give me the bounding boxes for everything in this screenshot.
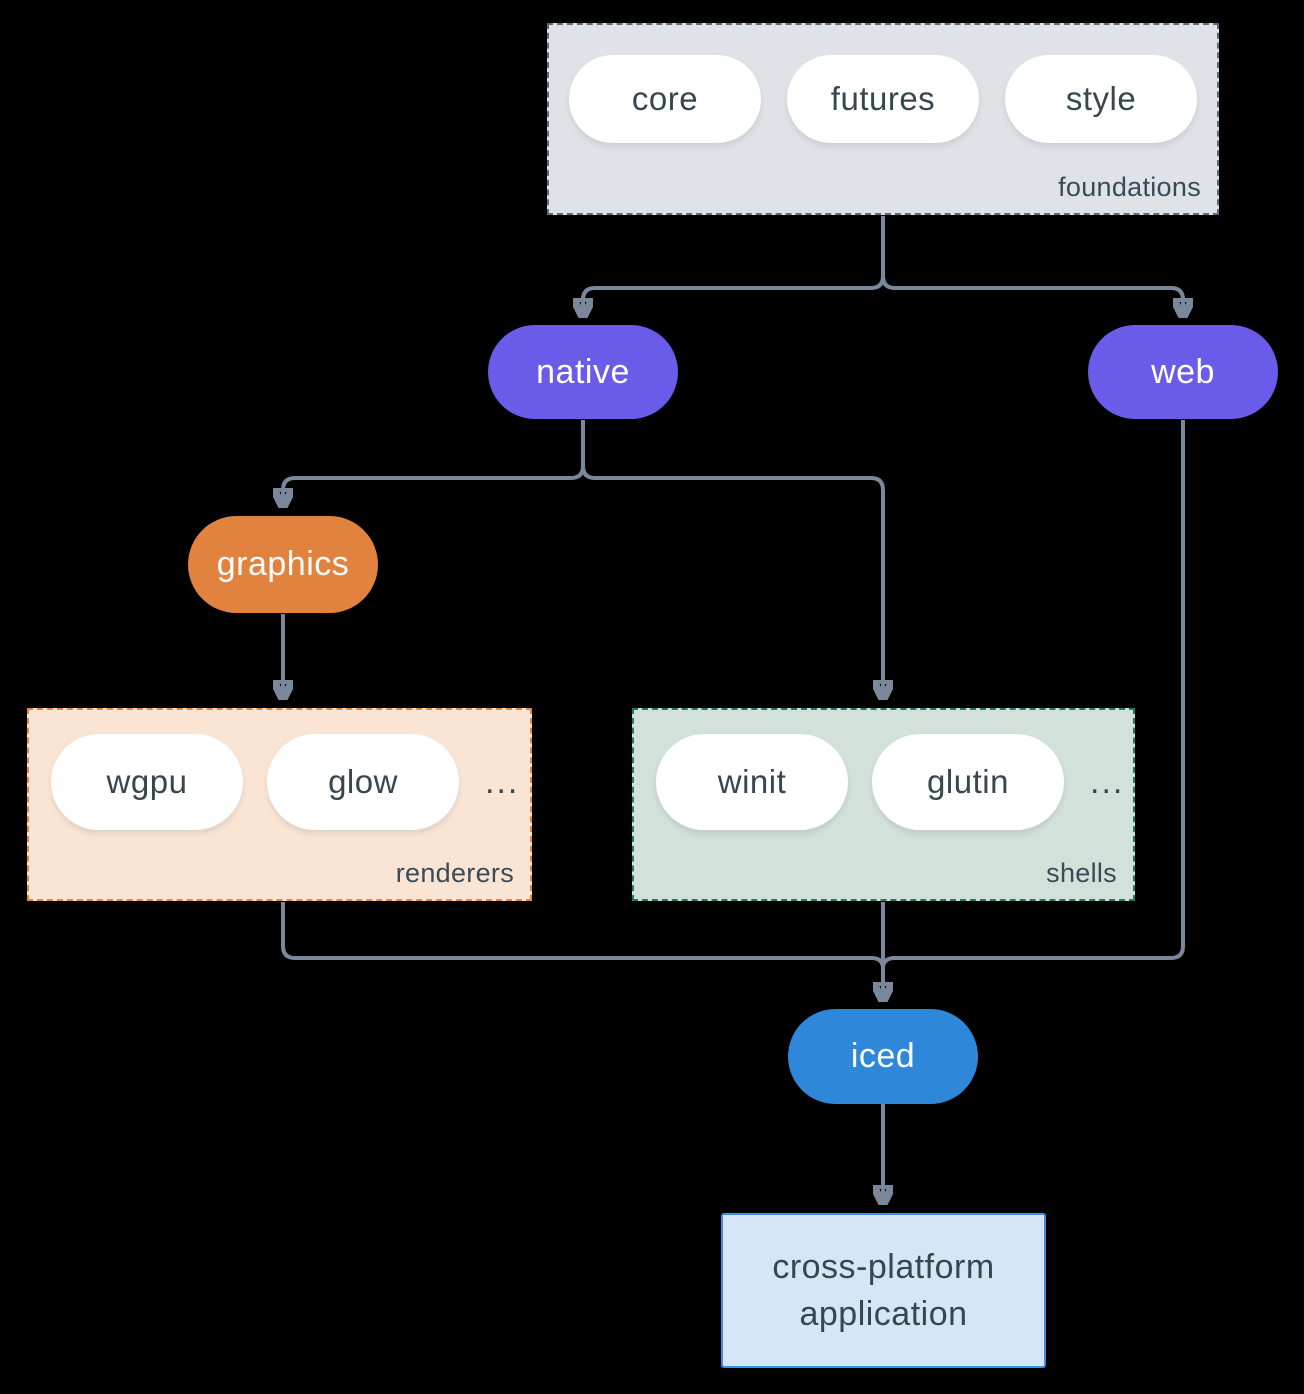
shells-ellipsis: ...: [1090, 762, 1125, 801]
renderers-ellipsis: ...: [485, 762, 520, 801]
graphics-node: graphics: [188, 516, 378, 613]
web-node: web: [1088, 325, 1278, 419]
crate-pill-glutin: glutin: [872, 734, 1064, 830]
renderers-group: wgpu glow ... renderers: [27, 708, 532, 901]
renderers-pill-row: wgpu glow ...: [29, 710, 530, 830]
shells-label: shells: [1046, 858, 1117, 888]
application-label-line1: cross-platform: [772, 1247, 995, 1286]
arrow-foundations-to-native: [583, 216, 885, 310]
crate-pill-core: core: [569, 55, 761, 143]
line-renderers-to-merge: [281, 902, 885, 969]
renderers-label: renderers: [395, 858, 514, 888]
shells-pill-row: winit glutin ...: [634, 710, 1133, 830]
native-node: native: [488, 325, 678, 419]
arrow-foundations-to-web: [881, 216, 1183, 310]
crate-pill-style: style: [1005, 55, 1197, 143]
iced-node: iced: [788, 1009, 978, 1104]
application-node: cross-platform application: [721, 1213, 1046, 1368]
foundations-pill-row: core futures style: [549, 25, 1217, 143]
crate-pill-wgpu: wgpu: [51, 734, 243, 830]
foundations-group: core futures style foundations: [547, 23, 1219, 215]
foundations-label: foundations: [1058, 172, 1201, 202]
application-label-line2: application: [799, 1294, 968, 1333]
crate-pill-futures: futures: [787, 55, 979, 143]
shells-group: winit glutin ... shells: [632, 708, 1135, 901]
crate-pill-glow: glow: [267, 734, 459, 830]
arrow-native-to-shells: [581, 420, 883, 692]
arrow-native-to-graphics: [283, 420, 585, 500]
crate-pill-winit: winit: [656, 734, 848, 830]
